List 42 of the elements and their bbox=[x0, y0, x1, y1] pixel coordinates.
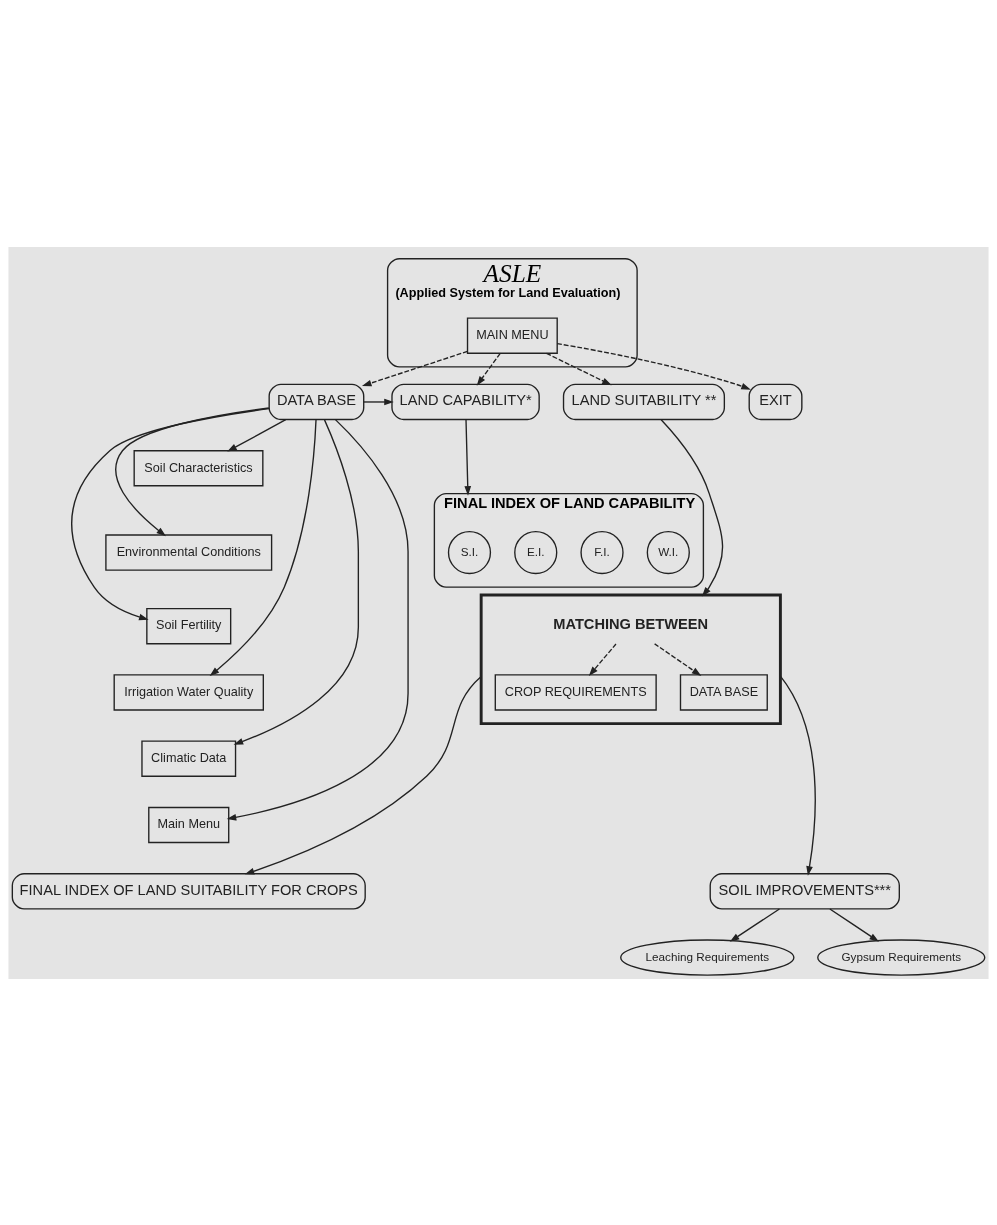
arrow bbox=[556, 342, 751, 390]
node-ellipse: Leaching Requirements bbox=[620, 938, 795, 976]
arrow bbox=[209, 418, 317, 676]
node-box: FINAL INDEX OF LAND SUITABILITY FOR CROPS bbox=[11, 872, 366, 909]
arrow bbox=[545, 352, 612, 385]
arrow bbox=[476, 352, 501, 386]
node-box: CROP REQUIREMENTS bbox=[494, 673, 657, 711]
node-box: MAIN MENU bbox=[466, 316, 558, 354]
arrow bbox=[70, 407, 270, 620]
arrow bbox=[588, 642, 617, 676]
cluster bbox=[479, 593, 782, 725]
node-circle: S.I. bbox=[447, 530, 492, 574]
node-circle: E.I. bbox=[514, 530, 558, 574]
arrow bbox=[115, 406, 270, 536]
node-box: DATA BASE bbox=[679, 673, 768, 711]
node-box: Main Menu bbox=[148, 806, 230, 843]
node-box: Climatic Data bbox=[141, 740, 237, 777]
node-box: Soil Characteristics bbox=[133, 449, 264, 486]
node-box: SOIL IMPROVEMENTS*** bbox=[709, 872, 900, 909]
arrow bbox=[464, 418, 472, 496]
arrow bbox=[653, 642, 702, 676]
arrow bbox=[363, 398, 394, 405]
node-text: MATCHING BETWEEN bbox=[553, 615, 709, 632]
node-box: LAND CAPABILITY* bbox=[391, 383, 540, 420]
arrow bbox=[829, 907, 879, 942]
node-ellipse: Gypsum Requirements bbox=[817, 938, 986, 976]
arrow bbox=[729, 907, 781, 942]
arrow bbox=[244, 675, 482, 874]
node-box: Environmental Conditions bbox=[105, 533, 273, 571]
node-circle: W.I. bbox=[646, 530, 690, 574]
node-box: Irrigation Water Quality bbox=[113, 673, 264, 711]
node-circle: F.I. bbox=[580, 530, 624, 574]
arrow bbox=[361, 350, 469, 386]
node-box: Soil Fertility bbox=[146, 607, 232, 644]
arrow bbox=[660, 418, 724, 597]
arrow bbox=[233, 418, 360, 745]
arrow bbox=[227, 418, 287, 452]
node-box: DATA BASE bbox=[268, 383, 365, 420]
node-box: LAND SUITABILITY ** bbox=[562, 383, 726, 420]
node-box: EXIT bbox=[748, 383, 803, 420]
arrow bbox=[226, 418, 409, 821]
arrow bbox=[779, 674, 816, 876]
